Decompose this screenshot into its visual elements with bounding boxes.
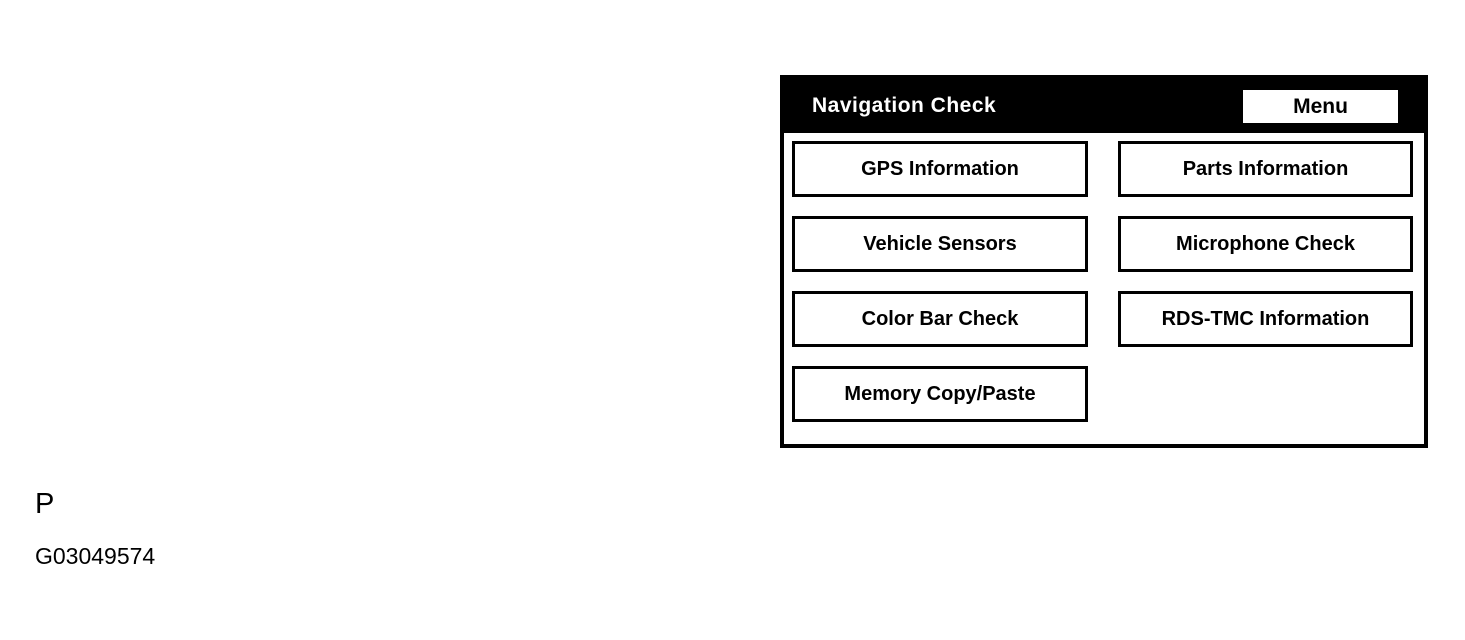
navigation-check-panel: Navigation Check Menu GPS Information Pa… [780,75,1428,448]
color-bar-check-button[interactable]: Color Bar Check [792,291,1088,347]
figure-id: G03049574 [35,543,156,569]
panel-header: Navigation Check Menu [784,79,1424,133]
button-grid: GPS Information Parts Information Vehicl… [784,133,1424,422]
gps-information-button[interactable]: GPS Information [792,141,1088,197]
rds-tmc-information-button[interactable]: RDS-TMC Information [1118,291,1413,347]
vehicle-sensors-button[interactable]: Vehicle Sensors [792,216,1088,272]
microphone-check-button[interactable]: Microphone Check [1118,216,1413,272]
page-title: Navigation Check [812,94,997,117]
memory-copy-paste-button[interactable]: Memory Copy/Paste [792,366,1088,422]
parts-information-button[interactable]: Parts Information [1118,141,1413,197]
figure-label: P [35,488,55,520]
menu-button[interactable]: Menu [1243,90,1398,123]
